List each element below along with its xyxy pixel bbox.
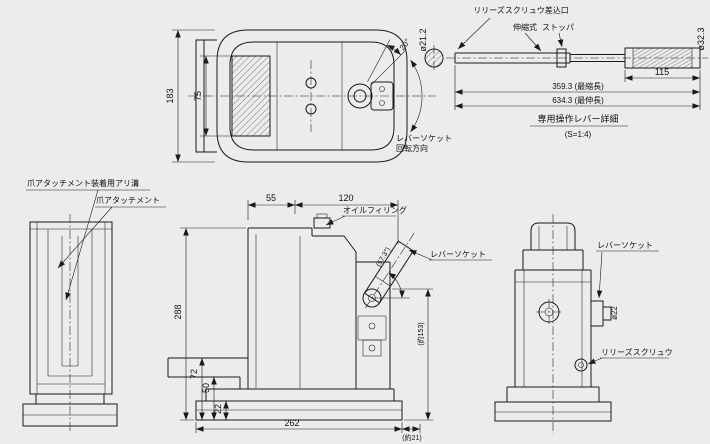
rear-lever-socket-label: レバーソケット xyxy=(597,241,653,250)
dimension-72: 72 xyxy=(189,358,205,420)
dimension-22: 22 xyxy=(213,401,229,420)
rear-top-cap xyxy=(523,222,583,251)
dim-115-value: 115 xyxy=(655,67,669,77)
plan-outline xyxy=(216,29,408,163)
dim-50-value: 50 xyxy=(201,383,211,393)
plan-view: 20° レバーソケット 回転方向 183 75 xyxy=(165,29,452,163)
dim-72-value: 72 xyxy=(189,369,199,379)
oil-filling-label: オイルフィリング xyxy=(343,205,407,215)
rear-lever-socket xyxy=(590,300,612,327)
side-base xyxy=(195,388,403,421)
front-details xyxy=(30,222,112,394)
dim-22-value: 22 xyxy=(213,404,223,414)
front-view: 爪アタッチメント装着用アリ溝 爪アタッチメント xyxy=(22,178,166,432)
dim-262-value: 262 xyxy=(284,418,299,428)
socket-angle-value: (57.3°) xyxy=(375,246,392,268)
rod-diameter-value: ø21.2 xyxy=(418,28,428,51)
side-lever-socket-callout: レバーソケット xyxy=(408,249,492,261)
release-screw-label: リリーズスクリュウ xyxy=(601,347,673,357)
dimension-approx-153: (約153) xyxy=(392,288,433,421)
telescopic-callout: 伸縮式 xyxy=(513,22,542,52)
dovetail-groove-label: 爪アタッチメント装着用アリ溝 xyxy=(27,178,139,188)
dim-75-value: 75 xyxy=(193,91,203,101)
dimension-115: 115 xyxy=(624,67,701,82)
dim-approx-153-value: (約153) xyxy=(416,322,425,345)
side-linkage-details xyxy=(357,315,387,357)
side-body-inner-lines xyxy=(255,234,301,388)
plan-rotation-annotation: 20° レバーソケット 回転方向 xyxy=(367,37,452,153)
lever-detail-view: ø21.2 ø32.3 リリーズスクリュウ差込口 伸縮式 ストッパ 115 xyxy=(418,5,708,139)
rotation-radial-lines xyxy=(367,39,406,85)
release-screw-callout: リリーズスクリュウ xyxy=(587,347,673,365)
dimension-183: 183 xyxy=(165,29,215,163)
lever-detail-scale: (S=1:4) xyxy=(565,130,592,139)
front-base xyxy=(22,393,118,427)
dimension-288: 288 xyxy=(173,227,246,421)
dimension-50: 50 xyxy=(201,377,217,420)
plan-lever-socket-end-view xyxy=(347,81,394,111)
side-lever-socket-label: レバーソケット xyxy=(430,250,486,259)
stopper-label: ストッパ xyxy=(542,23,574,32)
lever-outer-tube xyxy=(454,52,571,64)
dim-183-value: 183 xyxy=(165,88,175,103)
oil-filler-cap xyxy=(313,213,331,229)
oil-filling-callout: オイルフィリング xyxy=(325,205,407,226)
insert-port-label: リリーズスクリュウ差込口 xyxy=(473,5,569,15)
dim-120-value: 120 xyxy=(338,193,353,203)
telescopic-label: 伸縮式 xyxy=(513,22,537,32)
front-outline xyxy=(29,221,113,395)
dim-approx-21-value: (約21) xyxy=(402,433,421,442)
dimension-retracted: 359.3 (最縮長) xyxy=(454,65,701,96)
rotation-direction-arc xyxy=(410,59,423,133)
rear-body xyxy=(514,270,592,387)
dim-55-value: 55 xyxy=(266,193,276,203)
rotation-angle-arc xyxy=(386,44,402,56)
lever-grip xyxy=(624,47,701,69)
dimension-75: 75 xyxy=(193,55,230,137)
rear-socket-boss xyxy=(536,299,562,325)
side-body-outline xyxy=(247,227,357,389)
side-claw xyxy=(167,357,248,389)
dimension-55-120: 55 120 xyxy=(247,193,399,244)
rotation-angle-value: 20° xyxy=(398,37,412,52)
dim-retracted-value: 359.3 (最縮長) xyxy=(552,81,604,91)
socket-diameter-value: ø22 xyxy=(610,306,619,320)
rear-lever-socket-callout: レバーソケット xyxy=(596,241,659,299)
dim-extended-value: 634.3 (最伸長) xyxy=(552,95,604,105)
lever-detail-title: 専用操作レバー詳細 xyxy=(537,113,618,124)
dovetail-groove-callout: 爪アタッチメント装着用アリ溝 xyxy=(26,178,150,301)
dim-288-value: 288 xyxy=(173,304,183,319)
lever-detail-title-block: 専用操作レバー詳細 (S=1:4) xyxy=(530,113,628,139)
rotation-label-line1: レバーソケット xyxy=(396,134,452,143)
dimension-approx-21: (約21) xyxy=(402,424,422,442)
side-view: (57.3°) オイルフィリング レバーソケット 55 xyxy=(167,193,492,442)
insert-port-callout: リリーズスクリュウ差込口 xyxy=(457,5,569,50)
rear-neck xyxy=(515,250,591,271)
rotation-label-line2: 回転方向 xyxy=(396,143,428,153)
lever-stopper xyxy=(556,48,567,68)
rear-release-screw xyxy=(574,358,588,372)
rear-base xyxy=(494,386,612,422)
plan-bolt-circles xyxy=(305,77,317,115)
lever-inner-rod xyxy=(570,54,625,62)
rear-view: ø22 レバーソケット リリーズスクリュウ xyxy=(494,214,673,434)
grip-diameter-value: ø32.3 xyxy=(696,27,706,50)
claw-attachment-label: 爪アタッチメント xyxy=(96,196,160,205)
stopper-callout: ストッパ xyxy=(542,23,574,48)
claw-attachment-callout: 爪アタッチメント xyxy=(57,196,166,269)
side-ram-housing xyxy=(356,261,391,389)
lever-section-circle xyxy=(424,45,444,71)
dimension-extended: 634.3 (最伸長) xyxy=(454,95,701,110)
